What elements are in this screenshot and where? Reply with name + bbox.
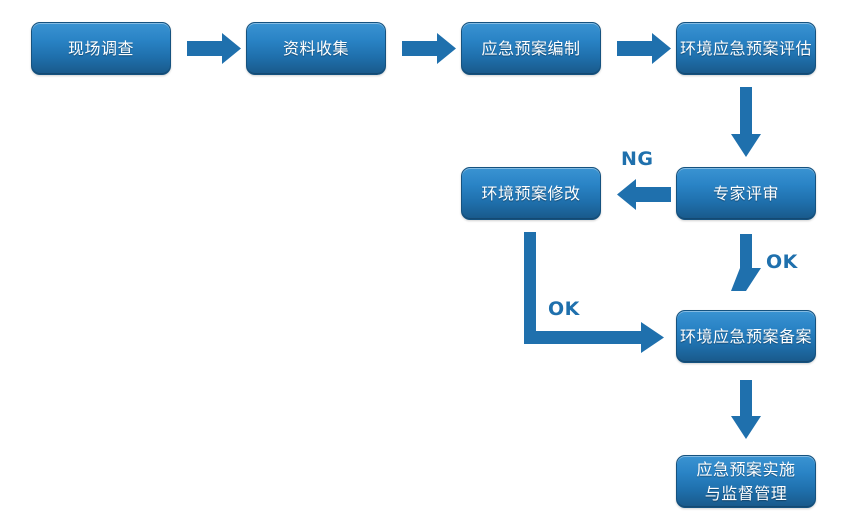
node-data-collection[interactable]: 资料收集 <box>246 22 386 75</box>
node-emergency-plan-drafting[interactable]: 应急预案编制 <box>461 22 601 75</box>
node-label: 现场调查 <box>67 38 134 58</box>
node-environmental-plan-assessment[interactable]: 环境应急预案评估 <box>676 22 816 75</box>
node-plan-implementation-supervision[interactable]: 应急预案实施 与监督管理 <box>676 455 816 508</box>
node-label: 环境应急预案备案 <box>679 326 812 346</box>
arrow-assess-to-review <box>731 87 761 157</box>
arrow-filing-to-implement <box>731 380 761 439</box>
arrow-survey-to-collect <box>187 33 241 64</box>
arrow-draft-to-assess <box>617 33 671 64</box>
arrow-review-to-revise-ng <box>617 179 671 210</box>
node-label: 应急预案编制 <box>481 38 581 58</box>
arrow-revise-to-filing-ok <box>524 232 664 353</box>
edge-label-ng: NG <box>621 148 654 170</box>
node-label: 资料收集 <box>282 38 349 58</box>
arrow-review-to-filing-ok <box>731 234 761 291</box>
node-label-line2: 与监督管理 <box>704 483 788 503</box>
edge-label-ok-expert: OK <box>766 251 798 273</box>
node-site-survey[interactable]: 现场调查 <box>31 22 171 75</box>
node-label-line1: 应急预案实施 <box>696 459 796 479</box>
arrow-collect-to-draft <box>402 33 456 64</box>
node-plan-revision[interactable]: 环境预案修改 <box>461 167 601 220</box>
node-label: 环境预案修改 <box>481 183 581 203</box>
node-plan-filing[interactable]: 环境应急预案备案 <box>676 310 816 363</box>
node-expert-review[interactable]: 专家评审 <box>676 167 816 220</box>
edge-label-ok-revise: OK <box>548 298 580 320</box>
node-label: 环境应急预案评估 <box>679 38 812 58</box>
node-label: 专家评审 <box>712 183 779 203</box>
